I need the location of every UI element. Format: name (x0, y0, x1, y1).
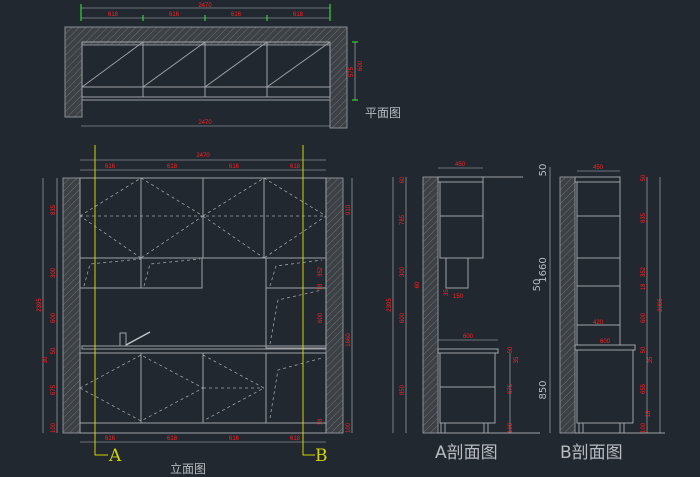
section-line-a (94, 145, 108, 456)
section-b-dim: 655 (641, 383, 647, 394)
section-a-view: 450 600 35 150 60 2395 60 785 300 600 85… (387, 162, 540, 463)
section-line-b (302, 145, 315, 456)
section-b-dim: 18 (646, 410, 652, 417)
countertop (81, 345, 327, 350)
plan-seg-dim: 616 (231, 12, 242, 18)
section-a-base-cabinet (439, 352, 496, 424)
plan-view: 2470 618 616 616 618 2470 575 600 平面图 (64, 3, 401, 129)
section-a-dim: 60 (415, 281, 421, 288)
section-b-dim: 50 (641, 174, 647, 181)
faucet-icon (119, 331, 151, 347)
section-b-counter-dim: 600 (600, 339, 611, 345)
elevation-left-total-dim: 2395 (37, 298, 43, 312)
elevation-left-wall (62, 177, 81, 434)
section-b-width-dim: 450 (593, 165, 604, 171)
plan-depth-outer-dim: 600 (358, 60, 364, 71)
elevation-bottom-dim: 618 (290, 436, 301, 442)
section-a-upper-cabinet (439, 181, 484, 259)
plan-cabinet (81, 41, 331, 98)
section-b-dim: 35 (648, 356, 654, 363)
plan-bottom-dim: 2470 (198, 120, 212, 126)
section-b-dim: 18 (641, 283, 647, 290)
section-a-total-dim: 2395 (387, 298, 393, 312)
middle-dimensions: 50 1660 50 850 (532, 164, 551, 433)
section-a-width-dim: 450 (455, 162, 466, 168)
plinth (79, 422, 327, 434)
middle-dim: 50 (532, 279, 543, 292)
elevation-right-dim: 1660 (346, 333, 352, 347)
elevation-inner-dim: 18 (318, 418, 324, 425)
side-cabinet (265, 257, 327, 349)
plan-seg-dim: 618 (108, 12, 119, 18)
section-b-title: B剖面图 (560, 443, 623, 463)
plan-title: 平面图 (365, 106, 401, 120)
plan-seg-dim: 618 (293, 12, 304, 18)
elevation-bottom-dim: 616 (105, 436, 116, 442)
elevation-left-dim: 835 (51, 204, 57, 215)
elevation-top-dim: 618 (167, 164, 178, 170)
elevation-left-dim: 30 (43, 356, 49, 363)
section-a-dim: 600 (400, 312, 406, 323)
elevation-left-dim: 300 (51, 267, 57, 278)
section-a-dim: 300 (400, 266, 406, 277)
elevation-left-dim: 50 (51, 347, 57, 354)
plan-total-dim: 2470 (198, 3, 212, 9)
elevation-right-dim: 100 (346, 422, 352, 433)
section-b-dim: 50 (641, 346, 647, 353)
section-a-dim: 35 (514, 356, 520, 363)
elevation-left-dim: 600 (51, 312, 57, 323)
section-b-dim: 352 (641, 266, 647, 277)
section-b-dim: 835 (641, 212, 647, 223)
elevation-left-dim: 100 (51, 422, 57, 433)
section-b-dim: 600 (641, 312, 647, 323)
section-a-dim: 50 (508, 346, 514, 353)
elevation-left-dim: 675 (51, 384, 57, 395)
elevation-top-dim: 616 (105, 164, 116, 170)
section-b-countertop (574, 344, 636, 351)
section-b-base-cabinet (576, 349, 634, 424)
elevation-view: 2470 616 618 616 618 616 618 616 618 239… (37, 145, 353, 476)
elevation-total-dim: 2470 (196, 153, 210, 159)
section-a-dim: 60 (400, 176, 406, 183)
section-b-dim: 100 (641, 422, 647, 433)
section-b-total-dim: 2395 (658, 298, 664, 312)
elevation-top-dim: 618 (290, 164, 301, 170)
middle-dim: 850 (538, 380, 549, 399)
section-a-title: A剖面图 (435, 443, 498, 463)
section-a-dim: 150 (453, 294, 464, 300)
section-b-view: 450 420 600 2395 50 835 352 18 600 50 35… (559, 165, 665, 463)
section-a-dim: 35 (444, 289, 450, 296)
range-hood (445, 257, 469, 289)
elevation-title: 立面图 (170, 461, 206, 476)
elevation-bottom-dim: 616 (229, 436, 240, 442)
elevation-inner-dim: 352 (318, 266, 324, 277)
section-a-dim: 100 (508, 422, 514, 433)
section-a-dim: 785 (400, 214, 406, 225)
middle-dim: 50 (538, 164, 549, 177)
elevation-right-wall (325, 177, 344, 434)
plan-depth-dim: 575 (349, 66, 355, 77)
elevation-inner-dim: 600 (318, 312, 324, 323)
elevation-inner-dim: 18 (318, 283, 324, 290)
section-marker-a: A (108, 446, 122, 466)
elevation-right-dim: 910 (346, 204, 352, 215)
elevation-top-dim: 616 (229, 164, 240, 170)
elevation-bottom-dim: 618 (167, 436, 178, 442)
section-a-counter-dim: 600 (463, 334, 474, 340)
middle-dim: 1660 (538, 257, 549, 282)
section-a-dim: 675 (508, 383, 514, 394)
section-a-dim: 850 (400, 384, 406, 395)
plan-seg-dim: 616 (169, 12, 180, 18)
section-a-countertop (437, 348, 499, 354)
section-marker-b: B (315, 446, 328, 466)
section-b-shelf-dim: 420 (593, 320, 604, 326)
